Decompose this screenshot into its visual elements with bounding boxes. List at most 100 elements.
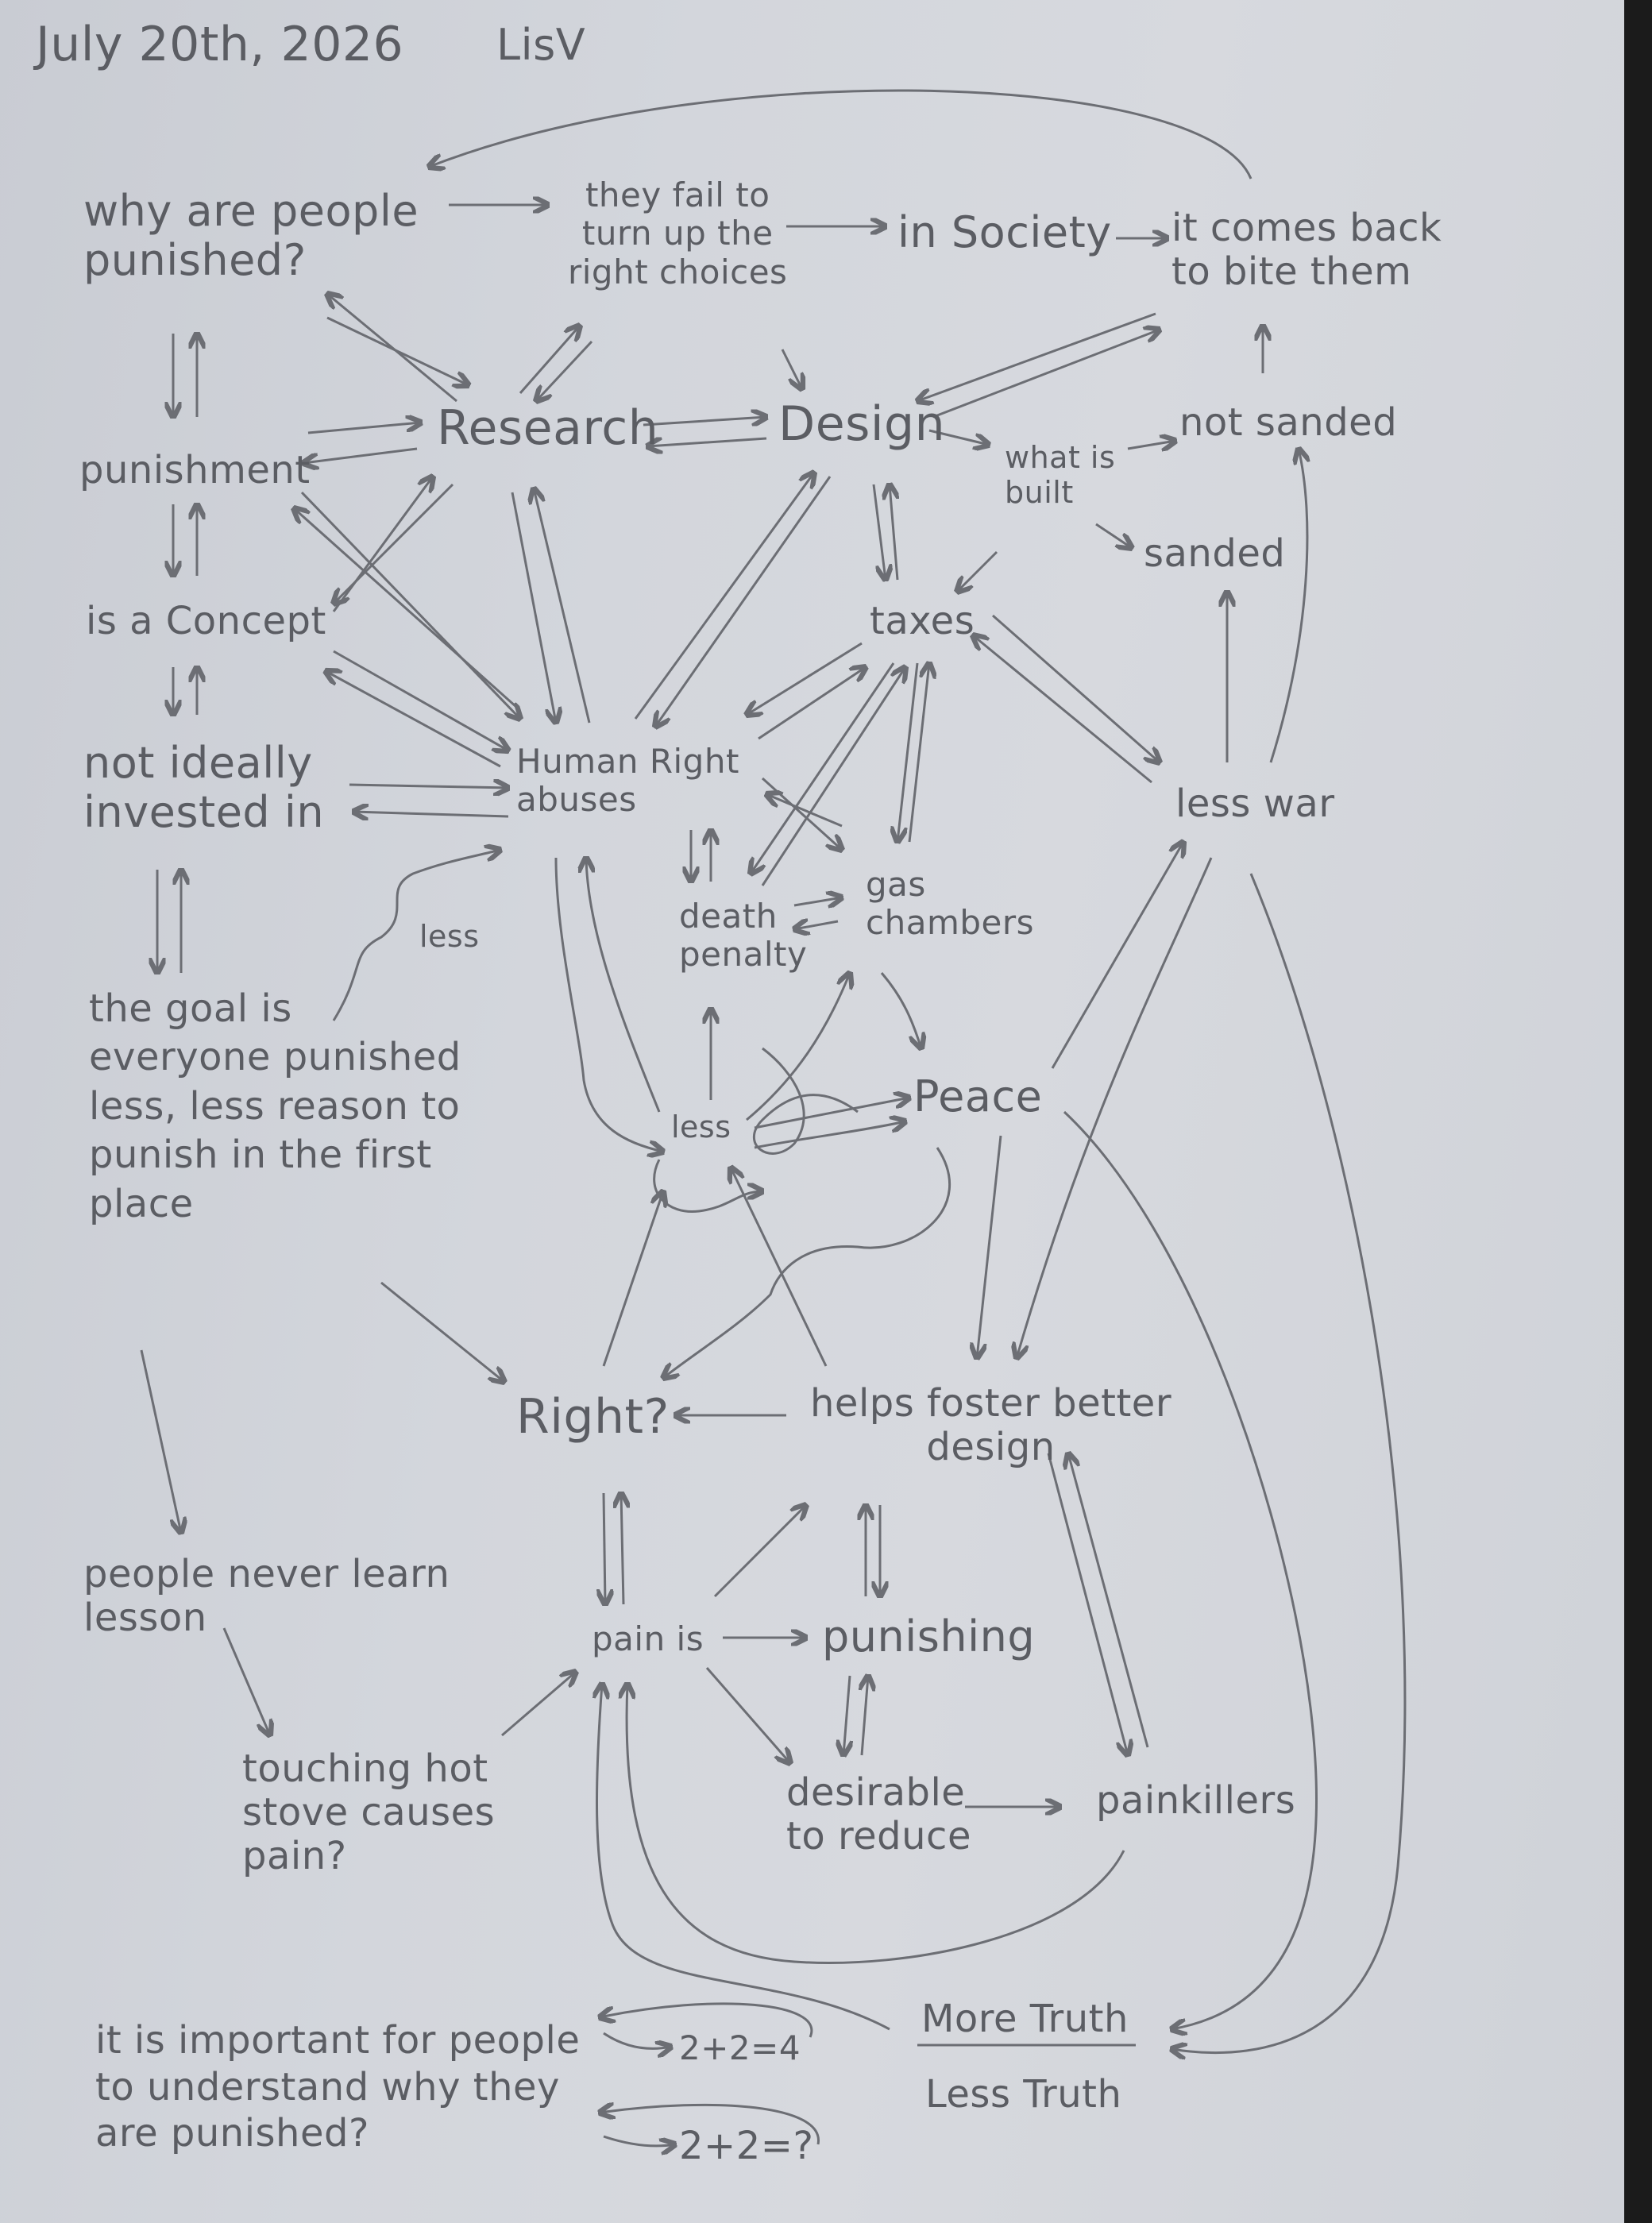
arrow-research-to-hr <box>511 492 556 723</box>
arrow-lesswar-to-notsanded <box>1269 449 1307 763</box>
arrow-lesswar-to-taxes <box>973 635 1152 784</box>
arrow-less-loop <box>653 1159 762 1214</box>
node-peace: Peace <box>913 1071 1043 1121</box>
node-never-learn: people never learn lesson <box>83 1552 450 1641</box>
node-what-built: what is built <box>1005 440 1116 510</box>
arrow-eq-q-to-important <box>600 2105 820 2145</box>
node-in-society: in Society <box>897 207 1112 257</box>
node-less-truth: Less Truth <box>925 2072 1122 2117</box>
arrow-bite-to-design <box>917 312 1156 401</box>
arrow-punishment-to-hr <box>300 491 520 719</box>
arrow-right-to-less <box>602 1191 663 1367</box>
arrow-hr-to-notinvested <box>353 812 509 816</box>
node-design: Design <box>778 396 946 452</box>
node-goal: the goal is everyone punished less, less… <box>89 986 461 1226</box>
arrow-lesswar-to-moretruth <box>1171 873 1407 2053</box>
arrow-stove-to-pain <box>501 1672 576 1737</box>
arrow-important-to-eq-q <box>603 2135 675 2146</box>
arrow-concept-to-hr <box>333 650 508 751</box>
arrow-taxes-to-lesswar <box>992 614 1160 762</box>
arrow-less-to-peace-2 <box>754 1121 905 1149</box>
arrow-taxes-to-hr <box>747 642 863 715</box>
arrow-eq-true-to-important <box>600 2002 813 2038</box>
node-right-question: Right? <box>516 1389 670 1445</box>
arrow-peace-to-moretruth <box>1063 1110 1318 2029</box>
node-hot-stove: touching hot stove causes pain? <box>242 1746 496 1879</box>
arrow-pain-to-foster <box>713 1505 806 1598</box>
arrow-death-to-gas <box>793 897 842 905</box>
node-why-punished: why are people punished? <box>83 186 419 286</box>
arrow-notinvested-to-hr <box>349 785 508 788</box>
node-foster-design: helps foster better design <box>810 1381 1172 1470</box>
arrow-built-to-sanded <box>1095 523 1132 548</box>
arrow-research-to-fail <box>519 326 580 394</box>
arrow-less-to-peace <box>754 1098 909 1129</box>
arrow-research-to-punishment <box>303 447 418 463</box>
author-initials: LisV <box>496 20 586 70</box>
arrow-fail-to-research <box>536 340 593 401</box>
node-eq-true: 2+2=4 <box>679 2028 801 2067</box>
node-research: Research <box>437 400 659 456</box>
arrow-neverlearn-to-stove <box>222 1627 270 1735</box>
node-less-center: less <box>671 1110 731 1144</box>
date-label: July 20th, 2026 <box>36 17 404 72</box>
node-bite-them: it comes back to bite them <box>1171 206 1442 295</box>
node-concept: is a Concept <box>86 599 326 643</box>
arrow-right-to-pain <box>604 1492 605 1604</box>
node-taxes: taxes <box>870 599 975 643</box>
arrow-fail-to-design <box>781 349 802 389</box>
node-desirable: desirable to reduce <box>786 1770 971 1859</box>
node-death-penalty: death penalty <box>679 897 808 974</box>
arrow-gas-to-taxes <box>908 663 929 843</box>
arrow-death-to-taxes <box>761 667 905 886</box>
arrow-hr-to-research <box>534 488 591 724</box>
arrow-peace-to-lesswar <box>1051 842 1183 1069</box>
node-more-truth: More Truth <box>921 1997 1129 2041</box>
arrow-research-to-concept <box>334 483 454 604</box>
arrow-design-to-built <box>928 429 989 445</box>
node-pain-is: pain is <box>592 1619 704 1658</box>
arrow-design-to-hr <box>655 476 832 727</box>
arrow-gas-to-hr <box>766 794 843 828</box>
arrow-design-to-research <box>647 438 767 446</box>
arrow-gas-to-death <box>794 921 839 929</box>
arrow-foster-to-painkillers <box>1047 1453 1128 1755</box>
arrow-concept-to-research <box>332 477 433 612</box>
arrow-lesswar-to-foster <box>1017 857 1213 1358</box>
arrow-design-to-taxes <box>872 484 886 580</box>
node-human-rights: Human Right abuses <box>516 742 739 820</box>
arrow-desirable-to-punishing <box>862 1676 868 1756</box>
arrow-goal-to-neverlearn <box>140 1349 181 1533</box>
table-background <box>1624 0 1652 2223</box>
arrow-design-to-bite <box>932 330 1160 419</box>
arrow-gas-to-peace <box>880 972 921 1048</box>
arrow-bite-loop-to-why <box>429 89 1253 179</box>
arrow-goal-to-hr-less <box>332 850 500 1021</box>
arrow-taxes-to-death <box>751 662 895 874</box>
node-less-war: less war <box>1175 782 1335 826</box>
node-not-sanded: not sanded <box>1179 400 1398 445</box>
arrow-hr-to-less <box>554 857 663 1152</box>
arrow-built-to-notsanded <box>1127 441 1175 449</box>
arrow-punishment-to-research <box>307 423 421 434</box>
arrow-painkillers-to-foster <box>1068 1453 1149 1748</box>
arrow-peace-to-foster <box>977 1135 1002 1358</box>
node-fail-choices: they fail to turn up the right choices <box>568 176 788 291</box>
arrow-less-to-hr <box>586 858 661 1113</box>
arrow-pain-to-desirable <box>705 1667 790 1763</box>
arrow-hr-to-punishment <box>294 508 517 708</box>
arrow-research-to-why <box>327 294 457 403</box>
node-painkillers: painkillers <box>1096 1778 1296 1823</box>
arrow-peace-to-right <box>663 1147 951 1378</box>
node-punishment: punishment <box>79 448 311 492</box>
label-less-goal: less <box>419 919 480 954</box>
arrow-less-to-gas <box>746 973 850 1121</box>
arrow-built-to-taxes <box>957 550 998 592</box>
arrow-moretruth-to-pain <box>596 1684 890 2031</box>
node-gas-chambers: gas chambers <box>866 865 1035 943</box>
node-sanded: sanded <box>1144 531 1286 576</box>
node-punishing: punishing <box>822 1611 1036 1661</box>
arrow-punishing-to-desirable <box>843 1675 850 1755</box>
